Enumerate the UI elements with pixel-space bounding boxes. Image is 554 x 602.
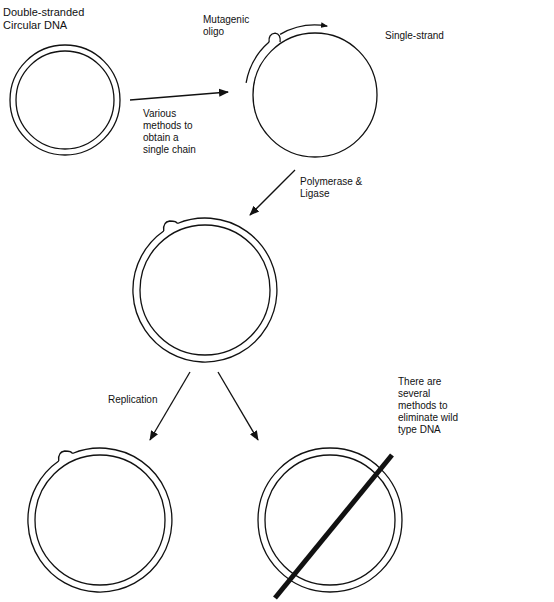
annotation-label: Double-stranded Circular DNA	[3, 6, 95, 32]
process-arrow	[130, 92, 228, 100]
dna-outer-strand	[133, 218, 277, 362]
mismatch-bump	[59, 451, 73, 461]
dna-inner-strand	[16, 51, 114, 149]
oligo-strand	[246, 42, 269, 83]
dna-inner-strand	[140, 225, 270, 355]
oligo-strand	[280, 25, 327, 34]
mismatch-bump	[164, 221, 178, 231]
process-arrow	[250, 170, 295, 215]
process-arrow	[218, 372, 258, 440]
dna-outer-strand	[28, 448, 172, 592]
annotation-label: Replication	[108, 394, 168, 406]
annotation-label: There are several methods to eliminate w…	[398, 376, 460, 436]
annotation-label: Various methods to obtain a single chain	[143, 108, 207, 156]
strike-line	[275, 455, 392, 598]
annotation-label: Polymerase & Ligase	[300, 176, 372, 200]
process-arrow	[150, 372, 190, 440]
mismatch-bump	[269, 33, 280, 42]
annotation-label: Single-strand	[385, 30, 475, 42]
single-strand-circle	[253, 33, 377, 157]
dna-inner-strand	[35, 455, 165, 585]
dna-outer-strand	[10, 45, 120, 155]
annotation-label: Mutagenic oligo	[203, 14, 261, 38]
